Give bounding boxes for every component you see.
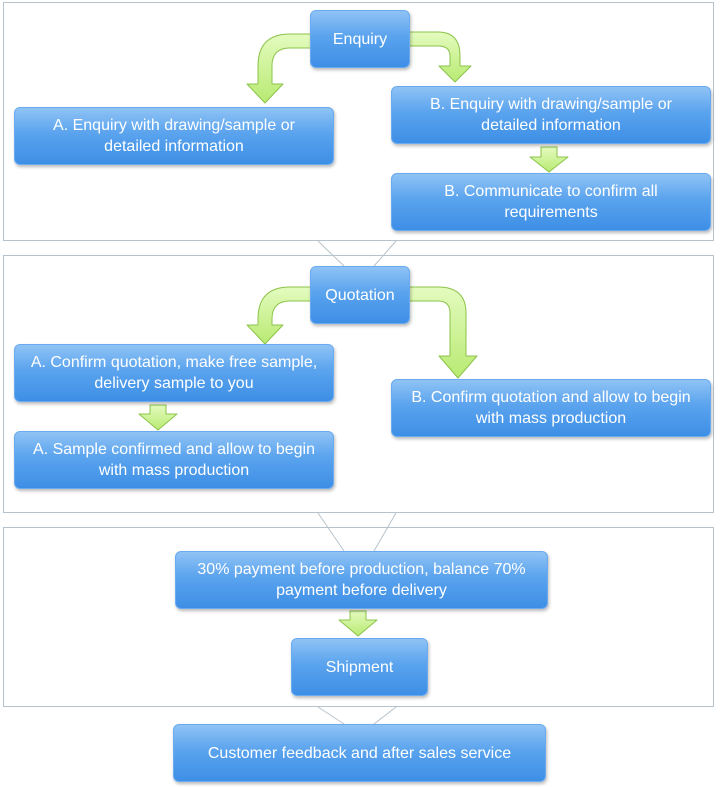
- curved-arrow-left: [246, 286, 313, 345]
- shipment-node: Shipment: [291, 638, 428, 696]
- communicate-b-node: B. Communicate to confirm all requiremen…: [391, 173, 711, 231]
- payment-node: 30% payment before production, balance 7…: [175, 551, 548, 609]
- enquiry-option-b-node: B. Enquiry with drawing/sample or detail…: [391, 86, 711, 144]
- curved-arrow-right: [407, 286, 478, 379]
- down-arrow: [138, 404, 178, 431]
- curved-arrow-left: [246, 33, 313, 104]
- funnel-connector: [317, 240, 397, 267]
- quotation-node: Quotation: [310, 266, 410, 324]
- down-arrow: [529, 146, 569, 173]
- sample-confirmed-a-node: A. Sample confirmed and allow to begin w…: [14, 431, 334, 489]
- quote-option-b-node: B. Confirm quotation and allow to begin …: [391, 379, 711, 437]
- funnel-connector: [317, 706, 397, 725]
- funnel-connector: [317, 512, 397, 552]
- down-arrow: [338, 610, 378, 637]
- curved-arrow-right: [407, 31, 472, 83]
- enquiry-option-a-node: A. Enquiry with drawing/sample or detail…: [14, 107, 334, 165]
- enquiry-node: Enquiry: [310, 10, 410, 68]
- feedback-node: Customer feedback and after sales servic…: [173, 724, 546, 782]
- quote-option-a-node: A. Confirm quotation, make free sample, …: [14, 344, 334, 402]
